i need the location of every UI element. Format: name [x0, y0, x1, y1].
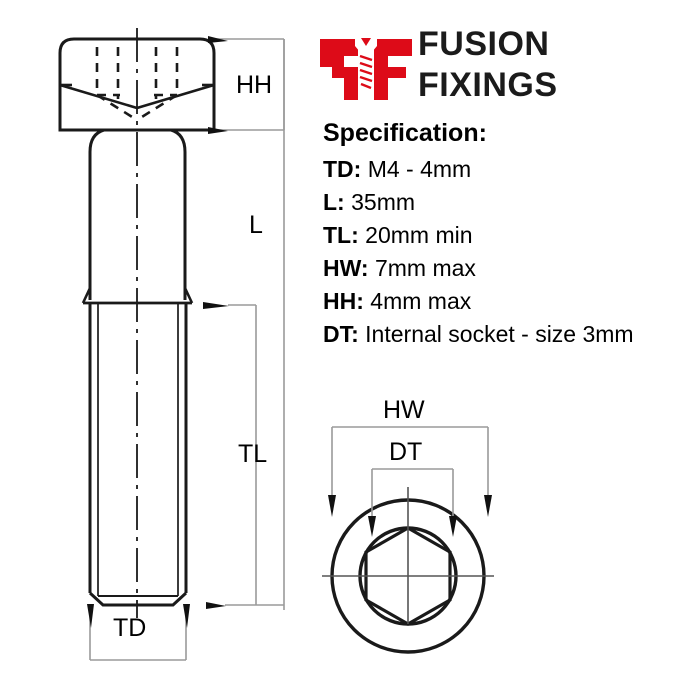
spec-row-l: L: 35mm: [323, 186, 695, 219]
dimension-label-hh: HH: [236, 71, 273, 99]
spec-row-tl: TL: 20mm min: [323, 219, 695, 252]
spec-key-tl: TL:: [323, 222, 359, 248]
tl-arrow-top: [203, 302, 229, 309]
l-arrow-bottom: [206, 602, 226, 609]
dimension-label-dt: DT: [389, 438, 423, 466]
screw-side-view: [58, 28, 216, 618]
spec-row-dt: DT: Internal socket - size 3mm: [323, 318, 695, 351]
screw-tip-chamfer: [88, 591, 188, 607]
logo-left-f-body: [320, 39, 358, 100]
td-arrow-left: [87, 604, 94, 628]
spec-value-dt: Internal socket - size 3mm: [365, 321, 634, 347]
logo-right-f-body: [374, 39, 412, 100]
hh-arrow-bottom: [208, 127, 228, 134]
spec-value-l: 35mm: [351, 189, 416, 215]
dt-arrow-right: [449, 516, 457, 537]
brand-wordmark: FUSION FIXINGS: [418, 24, 598, 110]
thread-runout-right: [183, 287, 194, 304]
specification-heading: Specification:: [323, 119, 487, 147]
screw-end-view: [322, 487, 494, 654]
spec-value-hh: 4mm max: [370, 288, 472, 314]
dt-arrow-left: [368, 516, 376, 537]
dimension-label-td: TD: [113, 614, 147, 642]
logo-screw-head-notch: [361, 38, 371, 46]
dimension-thread-diameter: [87, 604, 190, 661]
spec-row-td: TD: M4 - 4mm: [323, 153, 695, 186]
hw-arrow-right: [484, 495, 492, 517]
socket-cone-left: [96, 93, 138, 122]
spec-key-hw: HW:: [323, 255, 369, 281]
screw-shank-left: [88, 128, 105, 300]
screw-shank-right: [170, 128, 187, 300]
spec-key-l: L:: [323, 189, 345, 215]
dimension-drive-type: [368, 468, 457, 537]
hh-arrow-top: [208, 36, 228, 43]
spec-row-hh: HH: 4mm max: [323, 285, 695, 318]
spec-value-td: M4 - 4mm: [367, 156, 472, 182]
brand-logo: FUSION FIXINGS: [318, 25, 588, 108]
dimension-label-l: L: [249, 211, 263, 239]
dimension-thread-length: [203, 302, 257, 605]
thread-runout-left: [81, 287, 92, 304]
spec-value-hw: 7mm max: [374, 255, 476, 281]
brand-wordmark-line-2: FIXINGS: [418, 66, 558, 104]
spec-key-td: TD:: [323, 156, 362, 182]
logo-screw-shape: [355, 37, 377, 104]
brand-wordmark-line-1: FUSION: [418, 25, 550, 63]
spec-key-dt: DT:: [323, 321, 359, 347]
fusion-fixings-screw-icon: [320, 37, 412, 104]
hw-arrow-left: [328, 495, 336, 517]
spec-row-hw: HW: 7mm max: [323, 252, 695, 285]
socket-cone-right: [136, 93, 178, 122]
dimension-label-tl: TL: [238, 440, 268, 468]
dimension-label-hw: HW: [383, 396, 425, 424]
dimension-head-width: [328, 426, 492, 517]
spec-value-tl: 20mm min: [365, 222, 473, 248]
dimension-overall-length: [206, 39, 285, 610]
spec-key-hh: HH:: [323, 288, 364, 314]
td-arrow-right: [183, 604, 190, 628]
specification-panel: Specification: TD: M4 - 4mm L: 35mm TL: …: [323, 118, 695, 351]
logo-screw-threads: [359, 54, 373, 90]
